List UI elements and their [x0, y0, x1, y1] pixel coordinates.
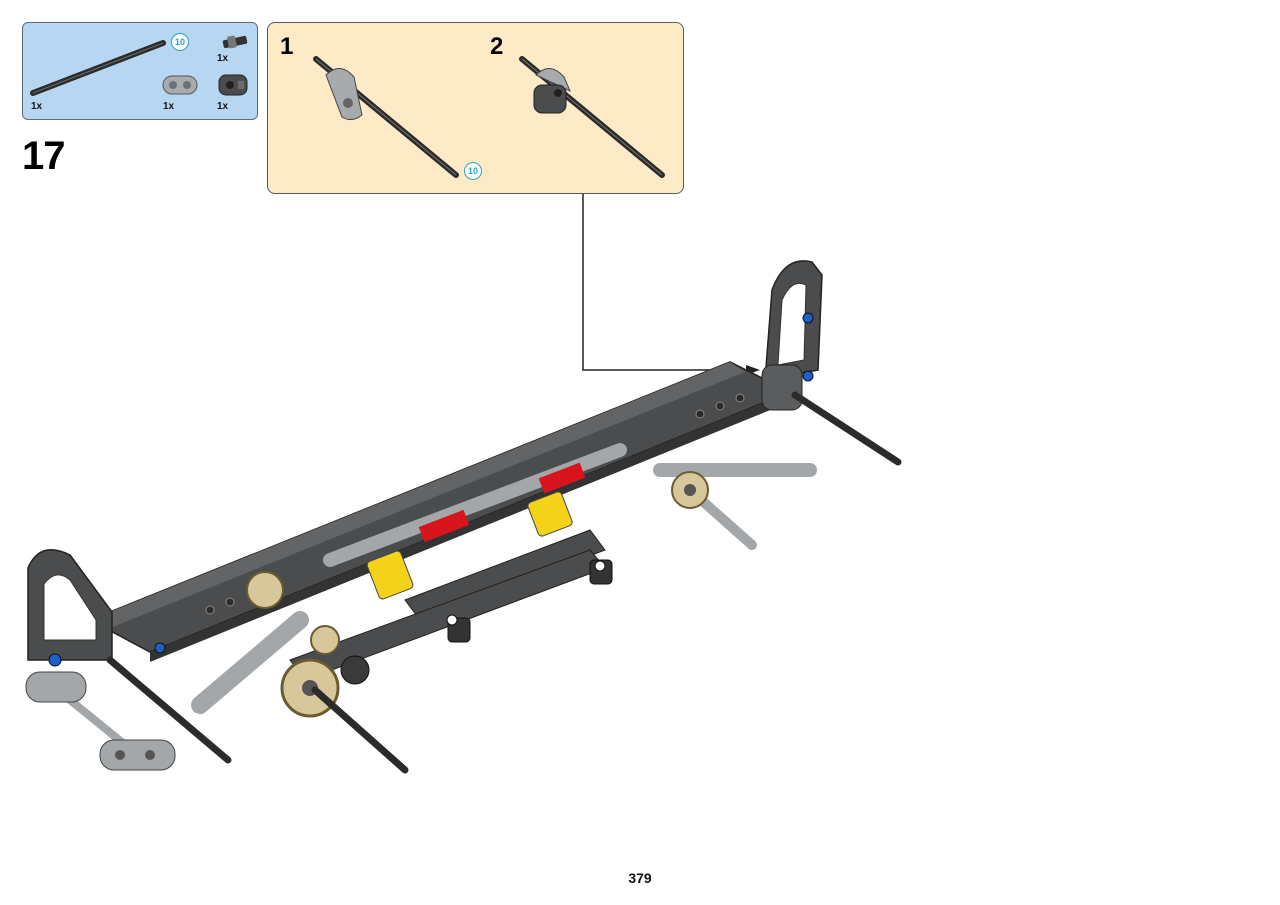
lower-beam — [289, 529, 606, 681]
steering-rack — [323, 443, 627, 600]
right-axle — [791, 391, 902, 466]
callout-arrow — [746, 365, 760, 375]
length-badge: 10 — [171, 33, 189, 51]
beam-holes — [205, 393, 745, 615]
callout-leader-line — [582, 194, 748, 371]
beam-connector-light-icon — [162, 75, 198, 95]
callout-illustrations — [313, 56, 665, 178]
step-number: 17 — [22, 134, 65, 178]
chassis-beam — [88, 361, 792, 662]
part-qty-axle: 1x — [31, 101, 43, 112]
substep-1-label: 1 — [280, 33, 294, 60]
right-end-upright — [761, 260, 823, 411]
axle-10-icon — [30, 40, 166, 96]
parts-list-panel: 10 1x 1x 1x 1x — [22, 22, 258, 120]
parts-list-illustrations — [30, 35, 248, 96]
part-qty-beam-connector: 1x — [163, 101, 175, 112]
substep-2-label: 2 — [490, 33, 504, 60]
page-number: 379 — [628, 870, 652, 886]
right-steering-arm — [653, 463, 817, 550]
part-qty-cross-block: 1x — [217, 101, 229, 112]
left-end-upright — [27, 549, 166, 667]
cross-block-dark-icon — [218, 74, 248, 96]
connector-pins — [446, 559, 613, 643]
length-badge: 10 — [464, 162, 482, 180]
gear-assembly — [191, 571, 409, 774]
part-qty-axle-pin: 1x — [217, 53, 229, 64]
substep-1-illustration — [313, 56, 459, 178]
left-steering-links — [25, 656, 232, 771]
subassembly-callout: 1 2 10 — [267, 22, 684, 194]
axle-pin-icon — [222, 35, 248, 49]
substep-2-illustration — [519, 56, 665, 178]
